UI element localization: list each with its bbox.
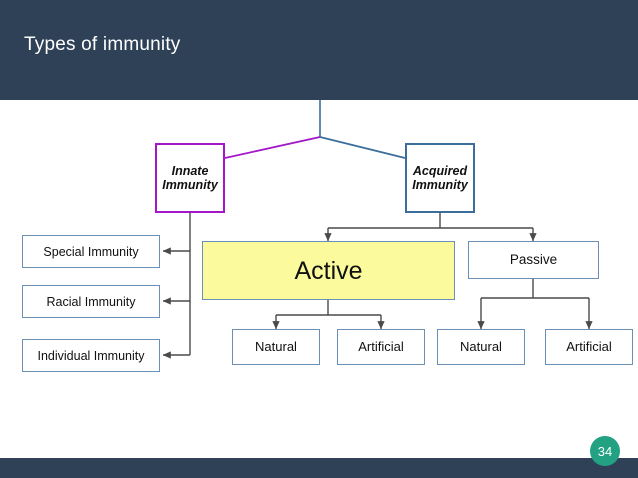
node-individual-immunity-label: Individual Immunity: [37, 348, 145, 363]
node-active-natural-label: Natural: [255, 338, 297, 354]
node-passive-artificial-label: Artificial: [566, 338, 612, 354]
connector-lines: [162, 100, 593, 359]
node-passive-label: Passive: [509, 252, 558, 268]
node-acquired-immunity-label: Acquired Immunity: [412, 164, 468, 192]
slide-footer-bar: [0, 458, 638, 478]
node-innate-immunity[interactable]: Innate Immunity: [155, 143, 225, 213]
innate-label-line2: Immunity: [162, 178, 218, 192]
acquired-label-line1: Acquired: [412, 164, 468, 178]
node-innate-immunity-label: Innate Immunity: [162, 164, 218, 192]
node-passive-natural[interactable]: Natural: [437, 329, 525, 365]
node-active-artificial[interactable]: Artificial: [337, 329, 425, 365]
node-active-artificial-label: Artificial: [358, 338, 404, 354]
node-active-label: Active: [294, 256, 363, 285]
page-number-badge: 34: [590, 436, 620, 466]
node-passive-natural-label: Natural: [460, 338, 502, 354]
innate-label-line1: Innate: [171, 164, 209, 178]
node-active[interactable]: Active: [202, 241, 455, 300]
node-acquired-immunity[interactable]: Acquired Immunity: [405, 143, 475, 213]
node-active-natural[interactable]: Natural: [232, 329, 320, 365]
slide-header-bar: [0, 0, 638, 100]
node-special-immunity-label: Special Immunity: [43, 244, 139, 259]
node-passive-artificial[interactable]: Artificial: [545, 329, 633, 365]
node-passive[interactable]: Passive: [468, 241, 599, 279]
page-title: Types of immunity: [24, 34, 181, 55]
immunity-tree-diagram: Innate Immunity Acquired Immunity Specia…: [0, 100, 638, 458]
node-individual-immunity[interactable]: Individual Immunity: [22, 339, 160, 372]
node-special-immunity[interactable]: Special Immunity: [22, 235, 160, 268]
node-racial-immunity[interactable]: Racial Immunity: [22, 285, 160, 318]
node-racial-immunity-label: Racial Immunity: [46, 294, 136, 309]
acquired-label-line2: Immunity: [412, 178, 468, 192]
